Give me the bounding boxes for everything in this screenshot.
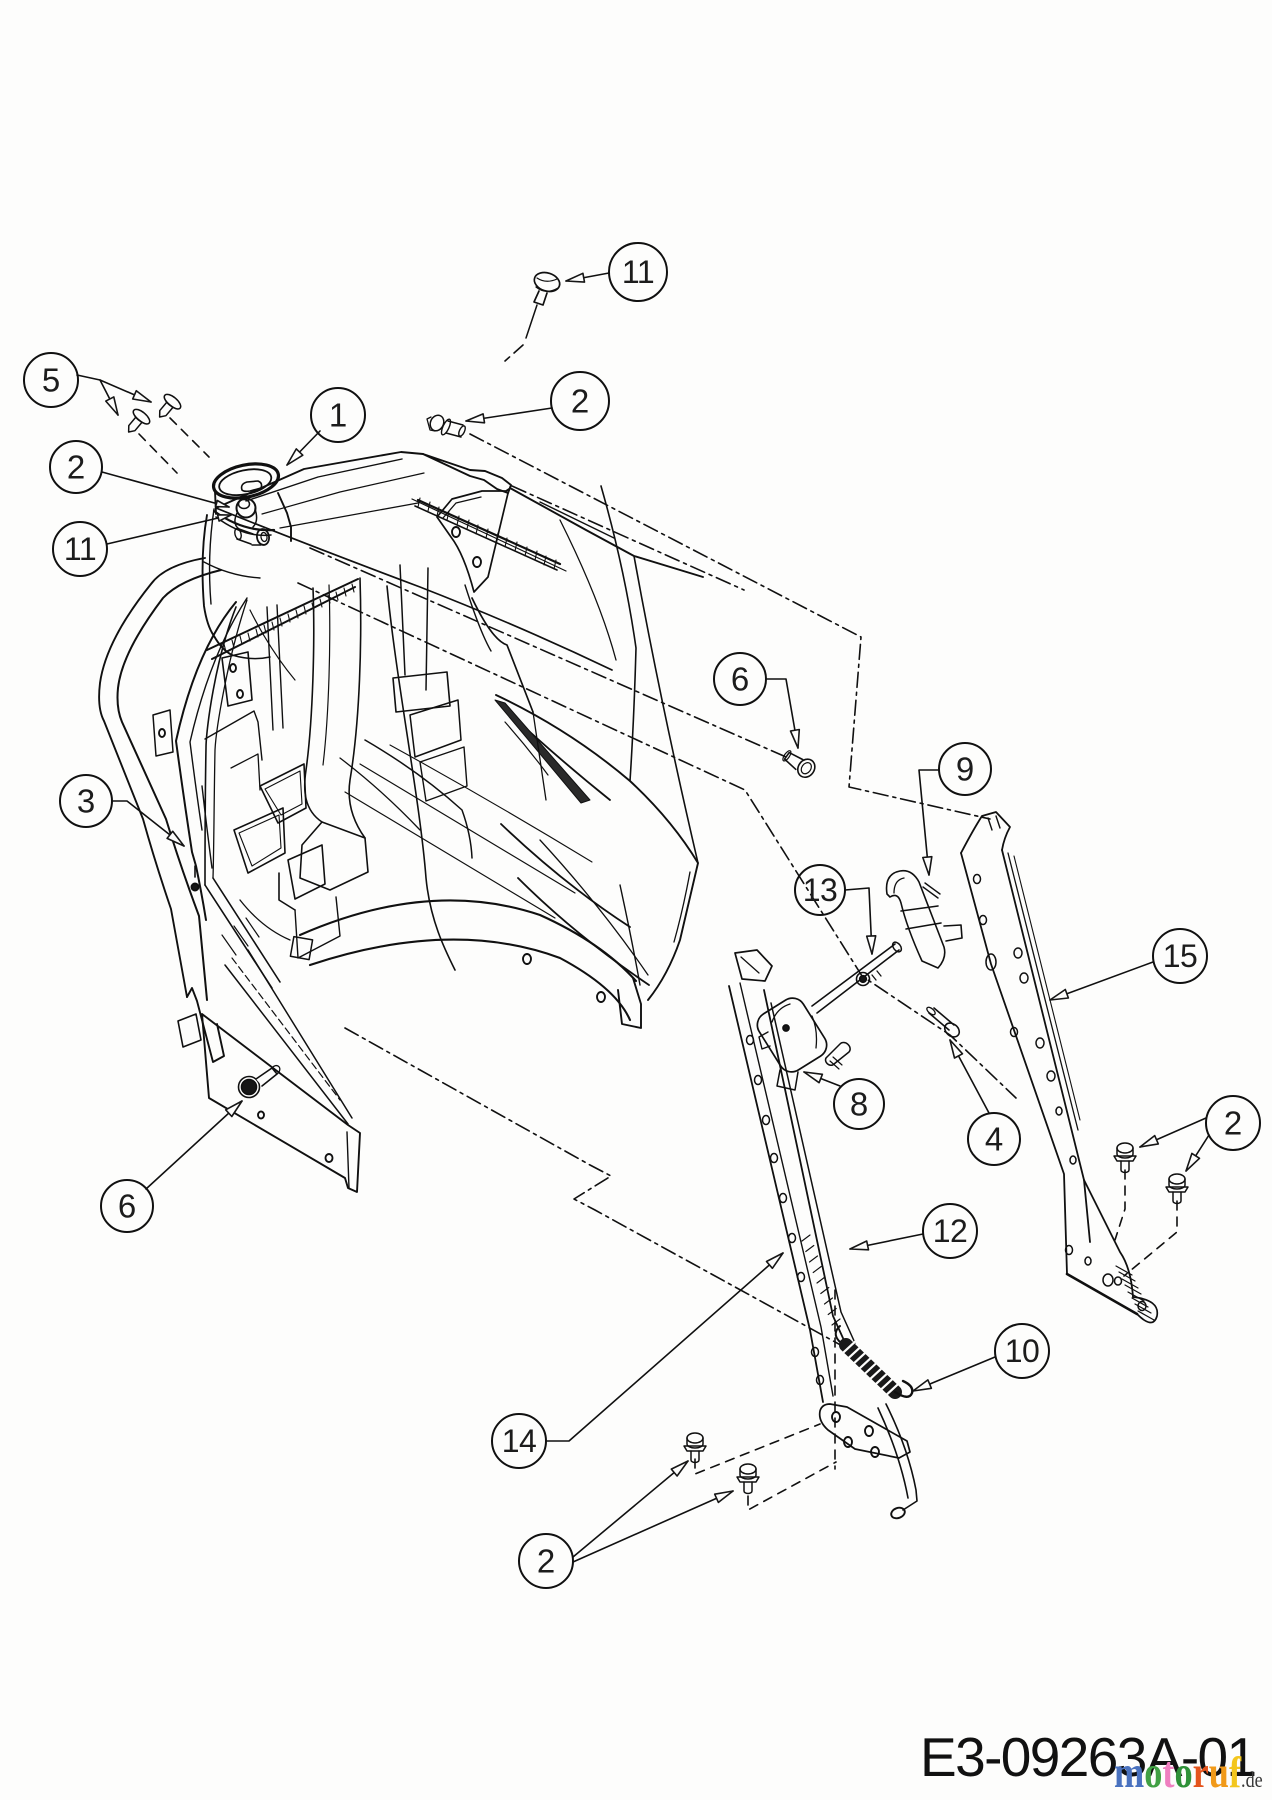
svg-text:2: 2 — [1224, 1105, 1242, 1142]
svg-text:6: 6 — [118, 1188, 136, 1225]
svg-text:2: 2 — [67, 449, 85, 486]
svg-text:3: 3 — [77, 783, 95, 820]
svg-text:14: 14 — [502, 1423, 537, 1459]
svg-text:11: 11 — [622, 254, 654, 290]
svg-text:15: 15 — [1163, 938, 1198, 974]
svg-text:13: 13 — [803, 872, 838, 908]
svg-text:10: 10 — [1005, 1333, 1040, 1369]
svg-text:6: 6 — [731, 661, 749, 698]
svg-text:8: 8 — [850, 1086, 868, 1123]
svg-text:2: 2 — [537, 1543, 555, 1580]
svg-text:5: 5 — [42, 362, 60, 399]
svg-text:2: 2 — [571, 383, 589, 420]
svg-text:12: 12 — [933, 1213, 968, 1249]
svg-text:9: 9 — [956, 751, 974, 788]
svg-text:4: 4 — [985, 1121, 1003, 1158]
svg-text:1: 1 — [329, 397, 347, 434]
svg-text:11: 11 — [64, 531, 96, 567]
